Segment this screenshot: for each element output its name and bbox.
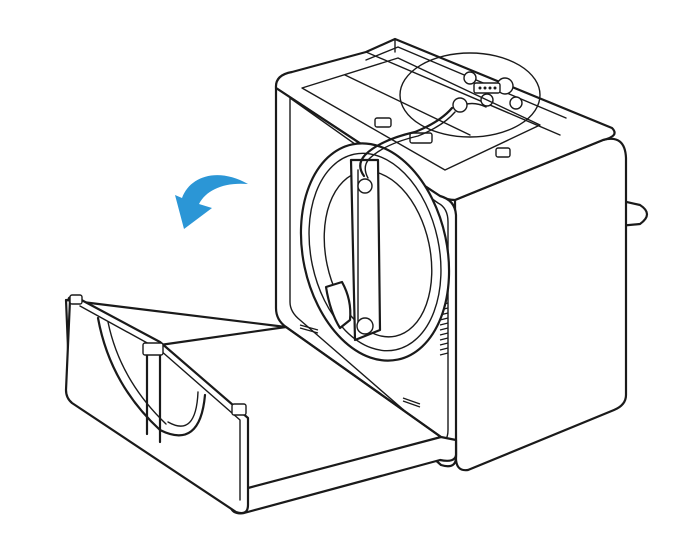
- internal-cable: [359, 106, 454, 178]
- status-led-dots: [478, 86, 497, 90]
- open-front-door: [64, 294, 458, 515]
- top-panel-details: [301, 38, 567, 171]
- device-body-side: [453, 137, 628, 472]
- front-slot-detail: [299, 324, 421, 408]
- open-direction-arrow-icon: [175, 175, 248, 229]
